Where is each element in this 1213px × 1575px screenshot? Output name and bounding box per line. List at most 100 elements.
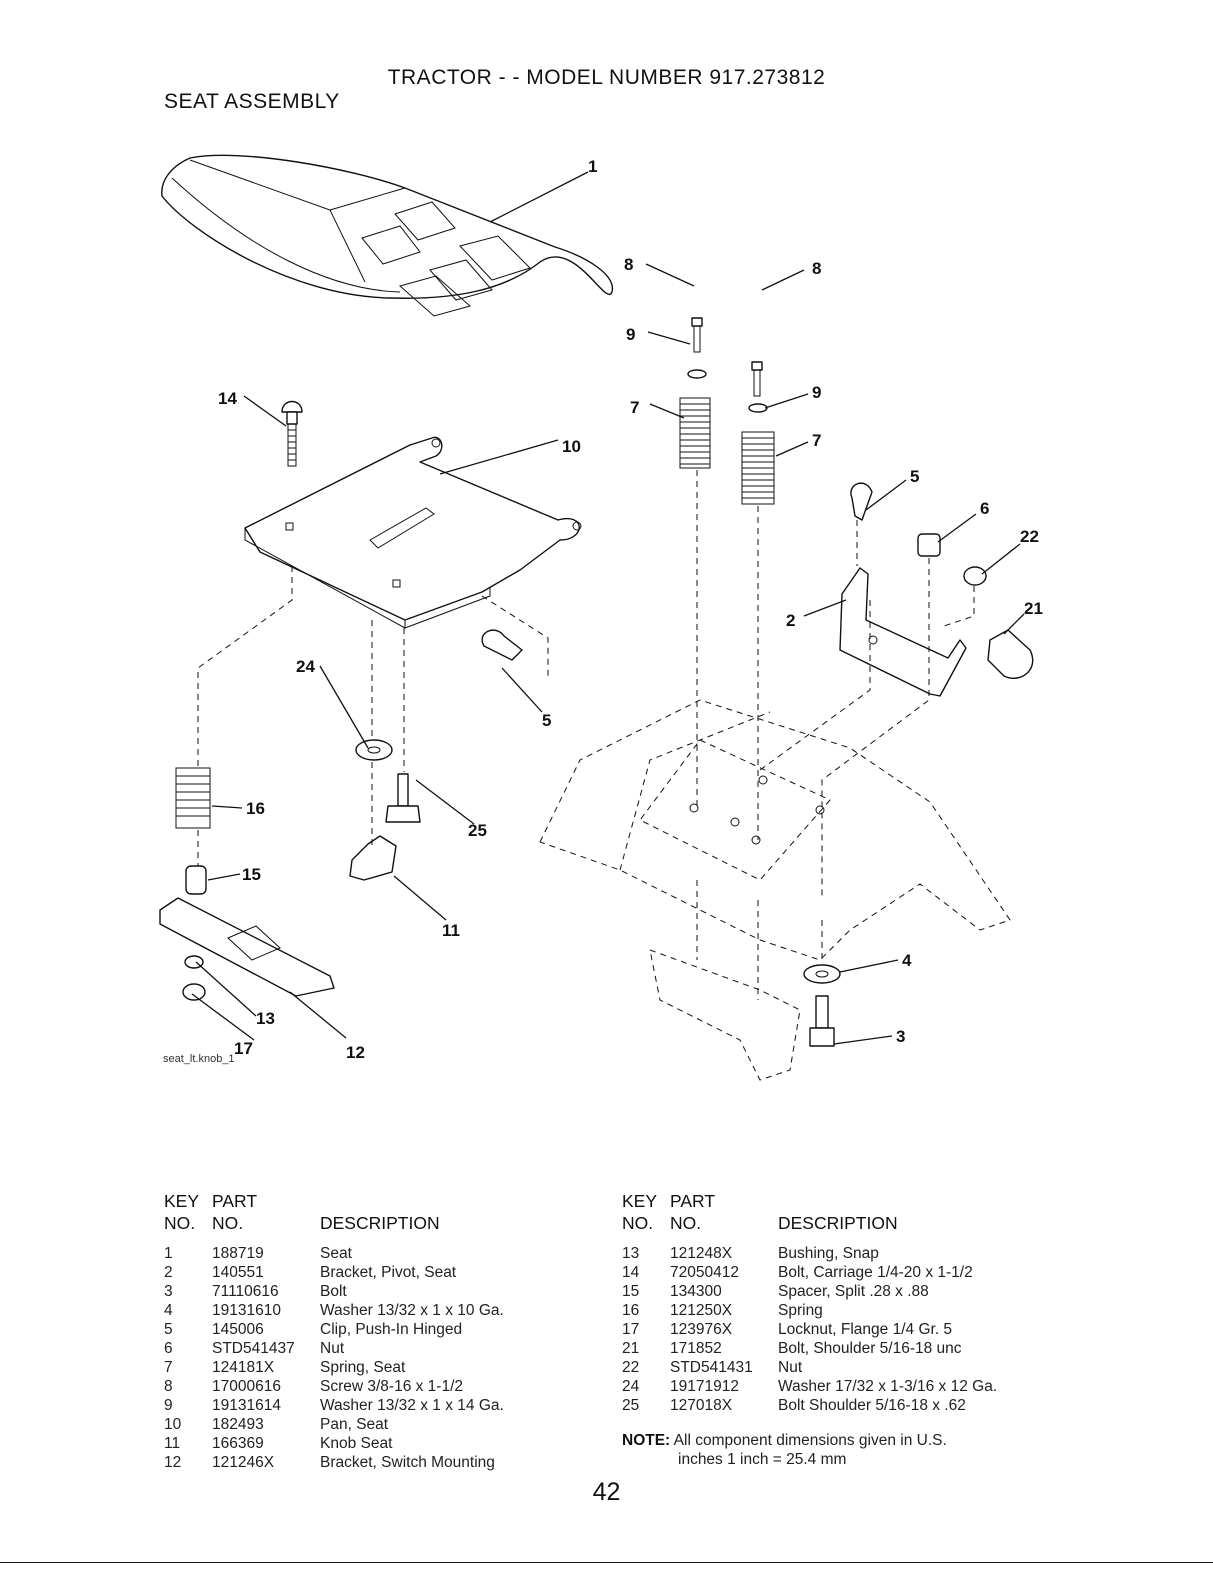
key-header-1: KEY [164, 1191, 200, 1211]
callout-8-left: 8 [624, 255, 633, 274]
part-header-2: NO. [212, 1213, 244, 1233]
carriage-bolt-part [281, 400, 303, 467]
part-header-1: PART [670, 1191, 716, 1211]
callout-9-right: 9 [812, 383, 821, 402]
callout-11: 11 [442, 921, 460, 940]
seat-pan-part [244, 436, 582, 629]
note-line-2: inches 1 inch = 25.4 mm [678, 1451, 847, 1468]
description-cell: Bolt, Carriage 1/4-20 x 1-1/2 [778, 1264, 973, 1281]
description-cell: Pan, Seat [320, 1416, 389, 1433]
key-cell: 9 [164, 1397, 173, 1414]
description-cell: Screw 3/8-16 x 1-1/2 [320, 1378, 464, 1395]
callout-9-left: 9 [626, 325, 635, 344]
key-cell: 13 [622, 1245, 640, 1262]
key-cell: 21 [622, 1340, 640, 1357]
spring-spacer [175, 767, 211, 895]
description-cell: Bracket, Pivot, Seat [320, 1264, 457, 1281]
dimension-note: NOTE: All component dimensions given in … [622, 1431, 947, 1469]
leader-lines [191, 171, 1025, 1045]
callout-5-left: 5 [542, 711, 551, 730]
description-cell: Bolt, Shoulder 5/16-18 unc [778, 1340, 962, 1357]
description-cell: Nut [778, 1359, 803, 1376]
part-number-cell: 121248X [670, 1245, 733, 1262]
washer-and-bolt [803, 964, 841, 1047]
callout-15: 15 [242, 865, 261, 884]
description-cell: Locknut, Flange 1/4 Gr. 5 [778, 1321, 953, 1338]
key-cell: 11 [164, 1435, 181, 1452]
description-cell: Bushing, Snap [778, 1245, 879, 1262]
part-number-cell: 134300 [670, 1283, 722, 1300]
callout-13: 13 [256, 1009, 275, 1028]
key-cell: 3 [164, 1283, 173, 1300]
note-line-1: All component dimensions given in U.S. [673, 1432, 947, 1449]
section-title: SEAT ASSEMBLY [164, 90, 340, 113]
key-cell: 14 [622, 1264, 640, 1281]
exploded-parts-diagram: 1 14 10 8 9 7 8 9 7 5 6 22 2 21 24 5 16 … [159, 154, 1043, 1081]
key-cell: 17 [622, 1321, 640, 1338]
switch-bracket-part [159, 897, 335, 1001]
part-number-cell: 166369 [212, 1435, 264, 1452]
callout-17: 17 [234, 1039, 253, 1058]
part-number-cell: 19171912 [670, 1378, 739, 1395]
callout-2: 2 [786, 611, 795, 630]
callout-labels: 1 14 10 8 9 7 8 9 7 5 6 22 2 21 24 5 16 … [218, 157, 1043, 1062]
description-cell: Nut [320, 1340, 345, 1357]
key-header-2: NO. [164, 1213, 196, 1233]
callout-16: 16 [246, 799, 265, 818]
description-cell: Washer 13/32 x 1 x 14 Ga. [320, 1397, 504, 1414]
part-number-cell: 171852 [670, 1340, 722, 1357]
note-label: NOTE: [622, 1432, 671, 1449]
part-header-1: PART [212, 1191, 258, 1211]
callout-7-left: 7 [630, 398, 639, 417]
description-cell: Bolt Shoulder 5/16-18 x .62 [778, 1397, 966, 1414]
callout-21: 21 [1024, 599, 1043, 618]
callout-10: 10 [562, 437, 581, 456]
description-cell: Bolt [320, 1283, 347, 1300]
seat-part [161, 154, 614, 317]
seat-spring-right [741, 431, 775, 505]
push-in-clip-part [481, 629, 523, 661]
part-number-cell: STD541437 [212, 1340, 295, 1357]
washer-bolt-knob [349, 739, 421, 881]
part-number-cell: 19131610 [212, 1302, 281, 1319]
part-number-cell: 124181X [212, 1359, 275, 1376]
callout-24: 24 [296, 657, 315, 676]
key-cell: 25 [622, 1397, 640, 1414]
description-cell: Clip, Push-In Hinged [320, 1321, 463, 1338]
callout-1: 1 [588, 157, 597, 176]
key-cell: 1 [164, 1245, 173, 1262]
key-header-1: KEY [622, 1191, 658, 1211]
callout-12: 12 [346, 1043, 365, 1062]
callout-7-right: 7 [812, 431, 821, 450]
part-number-cell: 145006 [212, 1321, 264, 1338]
part-number-cell: 72050412 [670, 1264, 739, 1281]
key-cell: 16 [622, 1302, 640, 1319]
seat-spring-left [679, 397, 711, 469]
key-header-2: NO. [622, 1213, 654, 1233]
part-number-cell: 182493 [212, 1416, 264, 1433]
page-number: 42 [592, 1478, 621, 1506]
callout-25: 25 [468, 821, 487, 840]
key-cell: 4 [164, 1302, 173, 1319]
description-cell: Spring, Seat [320, 1359, 406, 1376]
key-cell: 22 [622, 1359, 640, 1376]
bottom-rule [0, 1562, 1213, 1563]
description-header: DESCRIPTION [778, 1213, 898, 1233]
callout-6: 6 [980, 499, 989, 518]
part-number-cell: 121246X [212, 1454, 275, 1471]
description-cell: Knob Seat [320, 1435, 393, 1452]
part-number-cell: STD541431 [670, 1359, 753, 1376]
part-number-cell: 123976X [670, 1321, 733, 1338]
part-number-cell: 19131614 [212, 1397, 281, 1414]
description-cell: Washer 17/32 x 1-3/16 x 12 Ga. [778, 1378, 998, 1395]
part-number-cell: 121250X [670, 1302, 733, 1319]
description-cell: Washer 13/32 x 1 x 10 Ga. [320, 1302, 504, 1319]
key-cell: 5 [164, 1321, 173, 1338]
description-cell: Bracket, Switch Mounting [320, 1454, 495, 1471]
callout-3: 3 [896, 1027, 905, 1046]
part-number-cell: 17000616 [212, 1378, 281, 1395]
description-header: DESCRIPTION [320, 1213, 440, 1233]
callout-5-right: 5 [910, 467, 919, 486]
description-cell: Spacer, Split .28 x .88 [778, 1283, 929, 1300]
key-cell: 7 [164, 1359, 173, 1376]
